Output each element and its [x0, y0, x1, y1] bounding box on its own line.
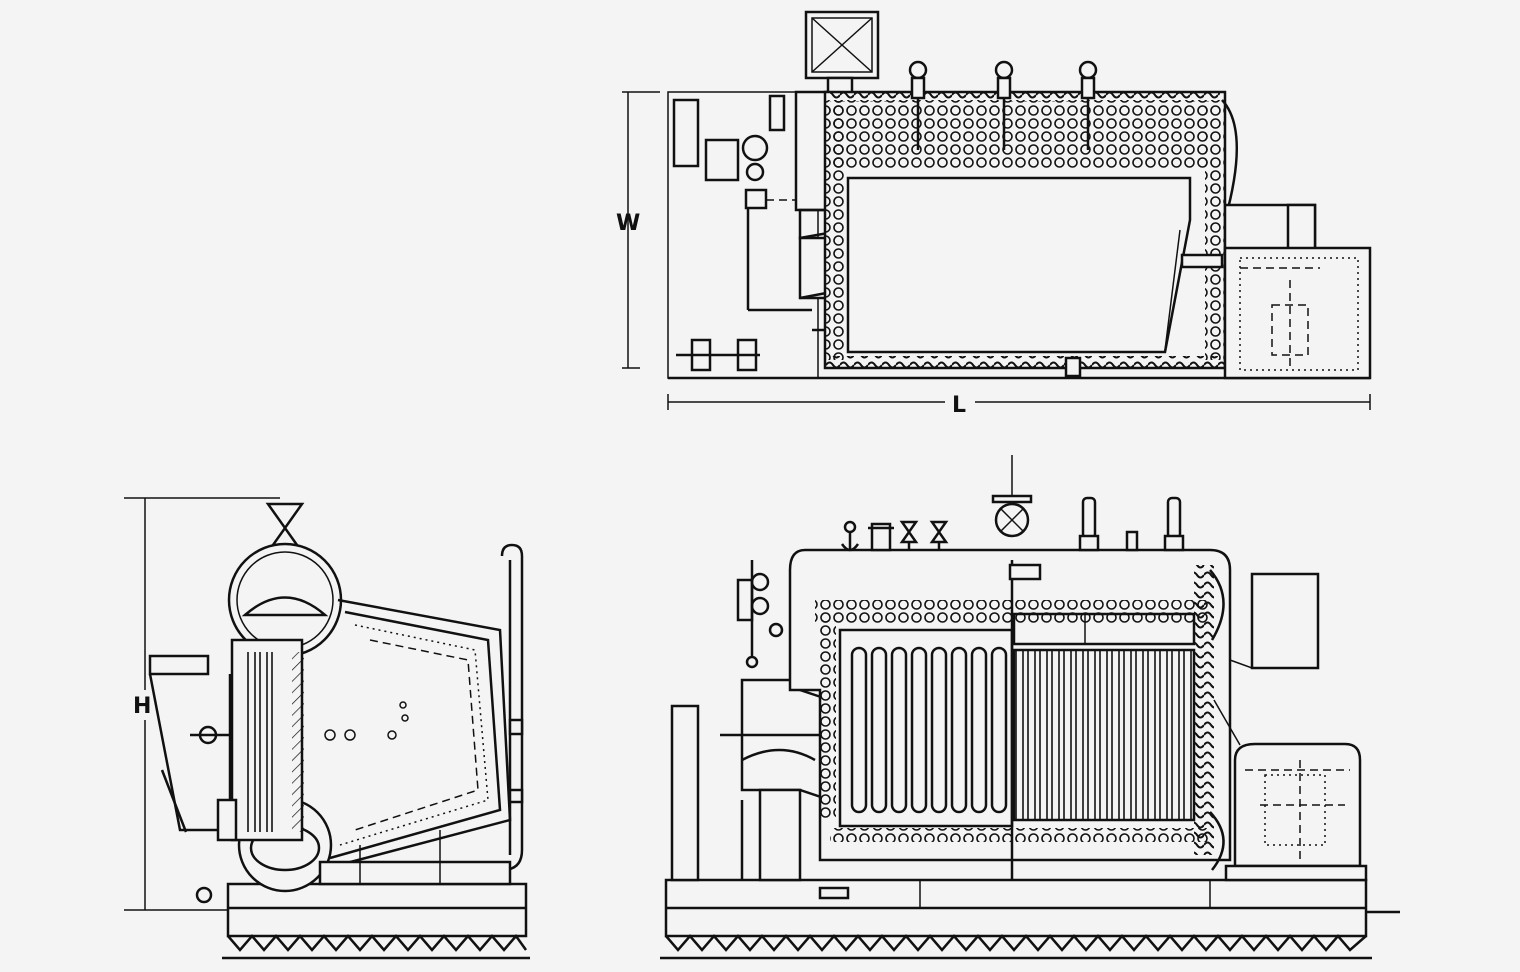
height-dimension: H — [124, 497, 280, 911]
length-dimension: L — [667, 393, 1371, 418]
boiler-shell-plan — [823, 60, 1227, 378]
burner-housing — [148, 654, 232, 904]
side-view-base — [660, 878, 1400, 960]
width-dimension: W — [616, 91, 660, 369]
fan-unit-plan — [1180, 203, 1372, 380]
length-label: L — [952, 393, 966, 418]
furnace-casing — [319, 598, 512, 872]
fan-unit-side — [1213, 572, 1368, 882]
stack-outlet — [804, 10, 880, 100]
side-elevation-view — [660, 455, 1400, 960]
furnace-tubes — [850, 646, 1008, 814]
fuel-valve — [676, 338, 760, 372]
boiler-shell-side — [788, 548, 1232, 880]
plan-view: W L — [616, 10, 1372, 418]
front-burner — [720, 678, 832, 882]
safety-valves — [908, 60, 1098, 150]
end-view: H — [124, 497, 530, 960]
control-panel — [672, 98, 700, 168]
return-pipe — [490, 543, 524, 872]
top-fittings — [840, 494, 1185, 552]
end-view-base — [222, 882, 530, 960]
water-gauge — [736, 560, 784, 669]
feed-pump — [704, 94, 812, 312]
width-label: W — [616, 211, 640, 236]
side-control-panel — [670, 704, 700, 882]
height-label: H — [133, 694, 151, 719]
